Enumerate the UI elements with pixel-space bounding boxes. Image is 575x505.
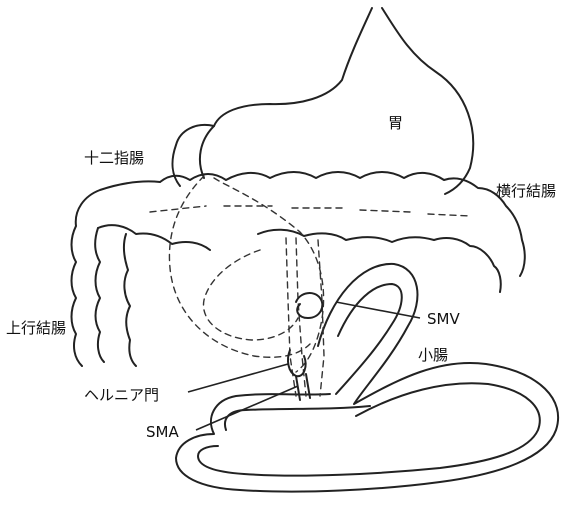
ascending-colon-label: 上行結腸 (6, 321, 66, 336)
hernia-orifice-leader (188, 364, 288, 392)
vessel-dashed-right (318, 240, 324, 396)
small-intestine-inner3 (225, 406, 370, 430)
small-intestine-label: 小腸 (418, 348, 448, 363)
smv-spiral (296, 293, 322, 318)
stomach-outline (173, 8, 474, 194)
hernia-orifice-label: ヘルニア門 (84, 388, 159, 403)
transverse-colon-lower (98, 225, 501, 292)
transverse-colon-label: 横行結腸 (496, 184, 556, 199)
stomach-label: 胃 (388, 116, 403, 131)
hernia-sac-dashed-3 (203, 250, 298, 340)
small-intestine-inner1 (336, 284, 402, 394)
small-intestine-inner2 (198, 383, 540, 475)
sma-leader (196, 386, 298, 430)
sma-label: SMA (146, 425, 179, 440)
duodenum-label: 十二指腸 (84, 151, 144, 166)
sma-vessel (296, 374, 310, 400)
small-intestine-outer (176, 264, 558, 492)
smv-label: SMV (427, 312, 460, 327)
ascending-colon-outer (72, 181, 161, 366)
transverse-colon-midline (150, 206, 470, 216)
ascending-colon-inner2 (124, 234, 136, 366)
hernia-sac-dashed (214, 178, 324, 372)
duodenum-outline (200, 126, 214, 178)
ascending-colon-inner (95, 228, 104, 362)
transverse-colon-upper (160, 172, 525, 276)
